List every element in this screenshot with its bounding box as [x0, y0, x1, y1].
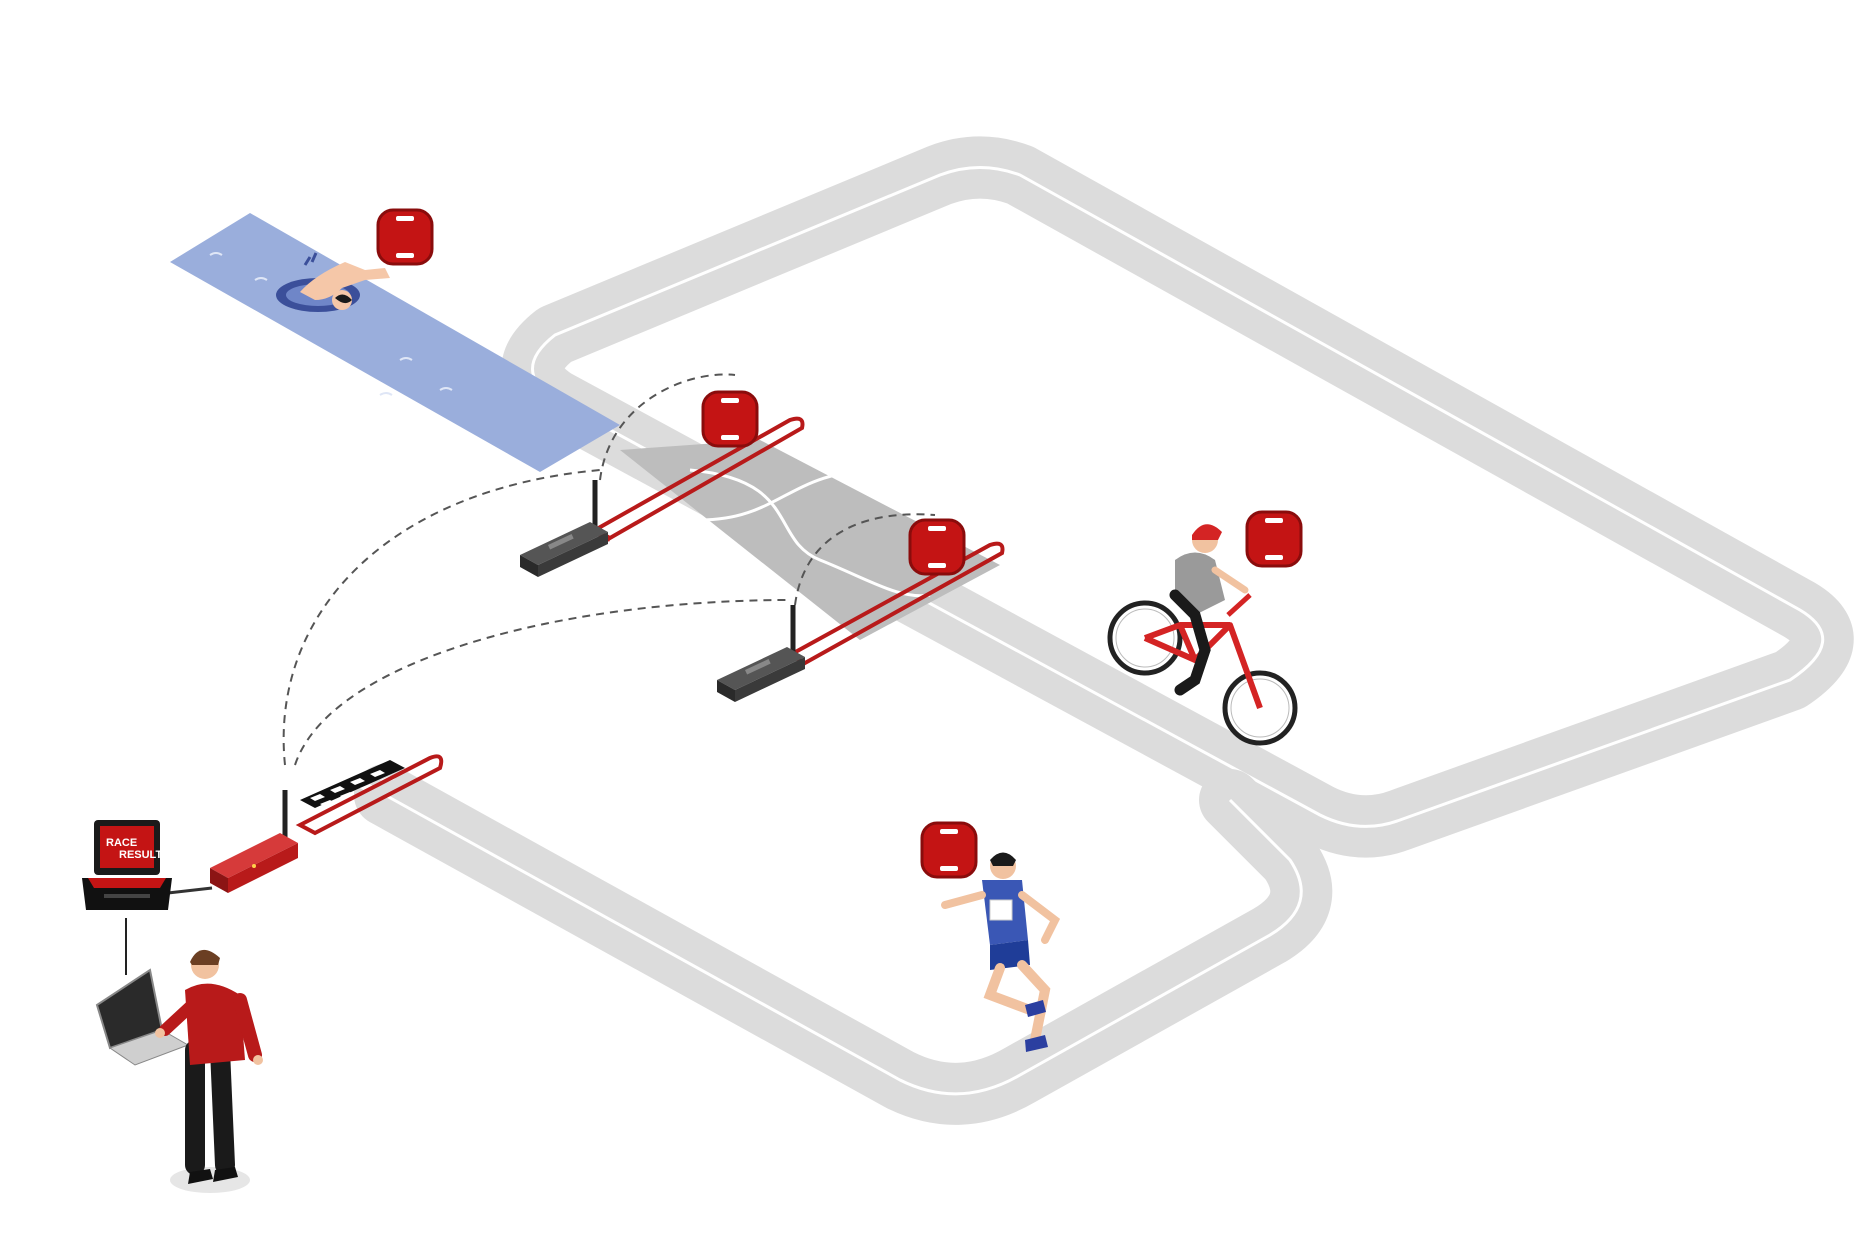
swim-lane-water — [170, 213, 620, 472]
transition-path-curve — [689, 468, 931, 598]
checkered-flag-icon — [300, 760, 405, 808]
cyclist-figure — [1107, 524, 1298, 746]
swimmer-figure — [276, 252, 390, 312]
loop-cable-bike-entry — [785, 541, 1005, 666]
runner-figure — [941, 852, 1061, 1052]
signal-links — [282, 373, 936, 766]
timing-decoder-icon — [210, 790, 298, 893]
chip-transponder-icon — [920, 821, 978, 879]
brand-logo-text-left: RACE — [106, 837, 137, 849]
chip-transponder-icon — [908, 518, 966, 576]
chip-transponder-icon — [376, 208, 434, 266]
bike-loop-track — [501, 136, 1854, 858]
network-cable — [167, 886, 213, 895]
chip-transponder-icon — [701, 390, 759, 448]
timing-decoder-icon — [520, 480, 608, 577]
chip-transponder-icon — [1245, 510, 1303, 568]
timing-case: RACE RESULT — [82, 820, 172, 910]
brand-logo-text-right: RESULT — [119, 849, 162, 861]
water-ripples — [209, 252, 453, 396]
run-loop-track — [354, 764, 1333, 1125]
operator-figure — [95, 949, 263, 1193]
timing-decoder-icon — [717, 605, 805, 702]
loop-cable-finish — [295, 754, 444, 836]
